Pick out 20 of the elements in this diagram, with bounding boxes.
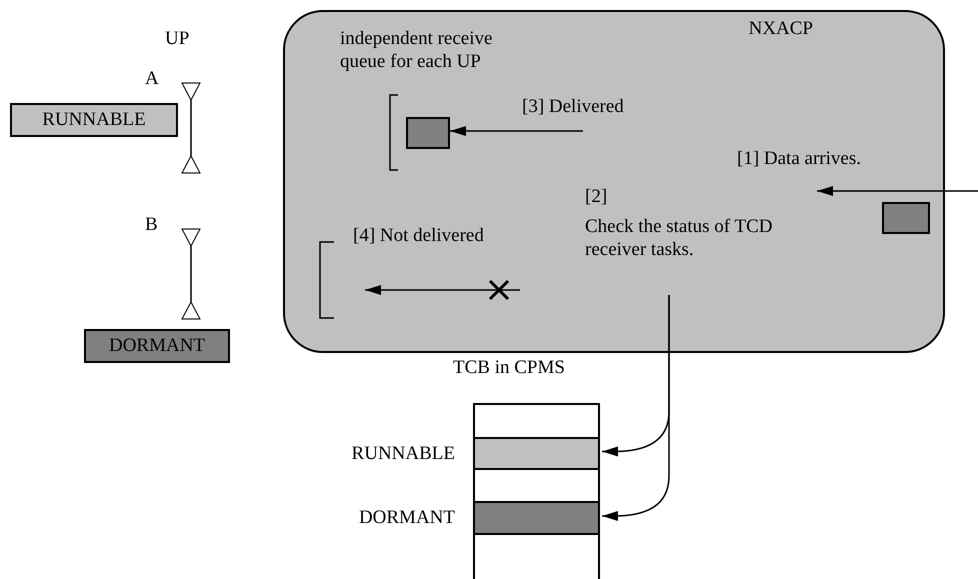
system-panel — [283, 10, 945, 353]
note-text: [1] Data arrives. — [737, 148, 861, 171]
axis-label: B — [145, 214, 158, 237]
axis-label: A — [145, 68, 159, 91]
table-heading: TCB in CPMS — [453, 357, 565, 380]
arrow — [602, 295, 670, 521]
panel-title: NXACP — [748, 18, 813, 41]
note-text: [4] Not delivered — [353, 225, 484, 248]
step-text: Check the status of TCD receiver tasks. — [585, 216, 774, 262]
step-text: [2] — [585, 186, 608, 209]
data-block — [406, 117, 450, 149]
row-label: RUNNABLE — [352, 442, 455, 464]
arrow — [450, 126, 583, 136]
note-text: independent receive queue for each UP — [340, 28, 494, 74]
edge-label: [3] Delivered — [522, 96, 624, 119]
row-label: DORMANT — [358, 507, 455, 529]
state-box: DORMANT — [84, 329, 230, 363]
state-box: RUNNABLE — [10, 103, 178, 137]
axis-label: UP — [165, 28, 190, 51]
data-block — [882, 202, 930, 234]
